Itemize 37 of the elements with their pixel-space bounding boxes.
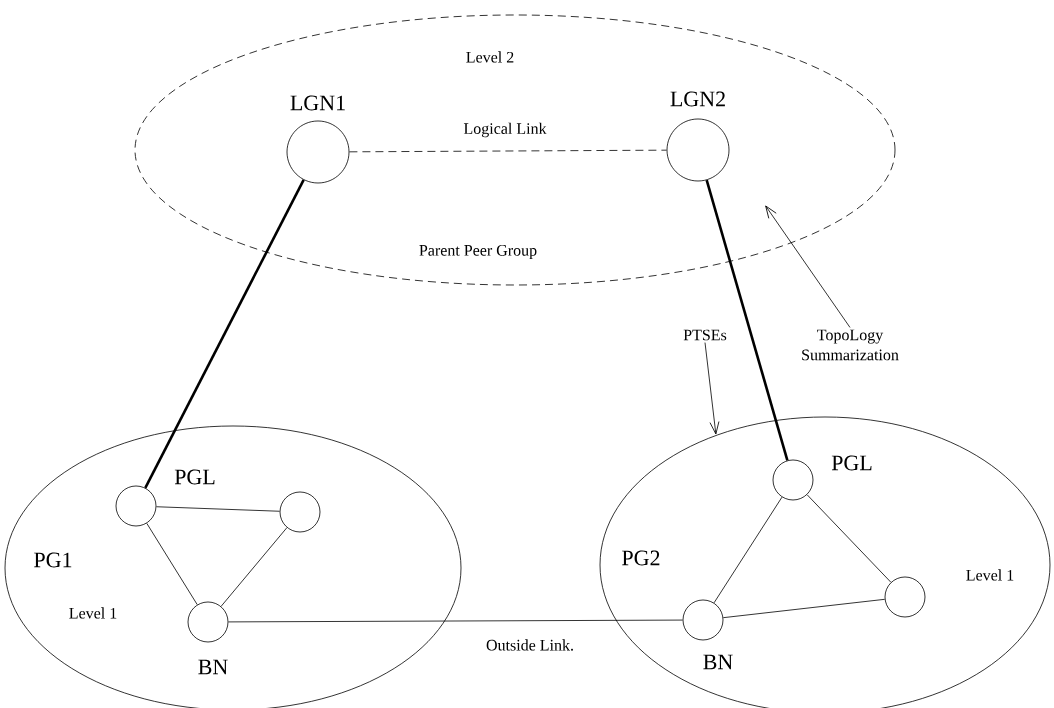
level-label: Level 1 <box>966 569 1014 581</box>
group-label: PG2 <box>622 550 660 566</box>
circle-node <box>187 601 229 643</box>
node-label: BN <box>703 654 733 670</box>
annotation-text: TopoLogy Summarization <box>802 329 899 361</box>
arrow <box>765 205 851 328</box>
link-line <box>713 496 783 604</box>
circle-node <box>666 118 730 182</box>
link-line <box>144 179 305 489</box>
link-line <box>705 179 789 461</box>
node-label: LGN1 <box>290 95 345 111</box>
group-label: Level 2 <box>466 51 514 63</box>
arrow <box>704 342 720 435</box>
node-label: LGN2 <box>670 91 725 107</box>
dashed-ellipse <box>134 14 896 286</box>
group-label: PG1 <box>34 552 72 568</box>
link-line <box>228 619 683 623</box>
node-label: BN <box>198 659 228 675</box>
link-line <box>349 149 667 153</box>
annotation-text: PTSEs <box>683 329 727 341</box>
circle-node <box>279 491 321 533</box>
link-line <box>806 494 892 583</box>
link-line <box>722 598 886 619</box>
link-line <box>146 522 198 606</box>
node-label: PGL <box>831 455 872 471</box>
edge-label: Logical Link <box>462 121 548 139</box>
node-label: PGL <box>174 469 215 485</box>
link-line <box>220 527 288 607</box>
circle-node <box>884 576 926 618</box>
circle-node <box>682 599 724 641</box>
circle-node <box>115 485 157 527</box>
level-label: Level 1 <box>69 607 117 619</box>
level-label: Parent Peer Group <box>419 245 537 259</box>
circle-node <box>772 459 814 501</box>
circle-node <box>286 120 350 184</box>
link-line <box>156 506 280 512</box>
edge-label: Outside Link. <box>485 638 575 652</box>
